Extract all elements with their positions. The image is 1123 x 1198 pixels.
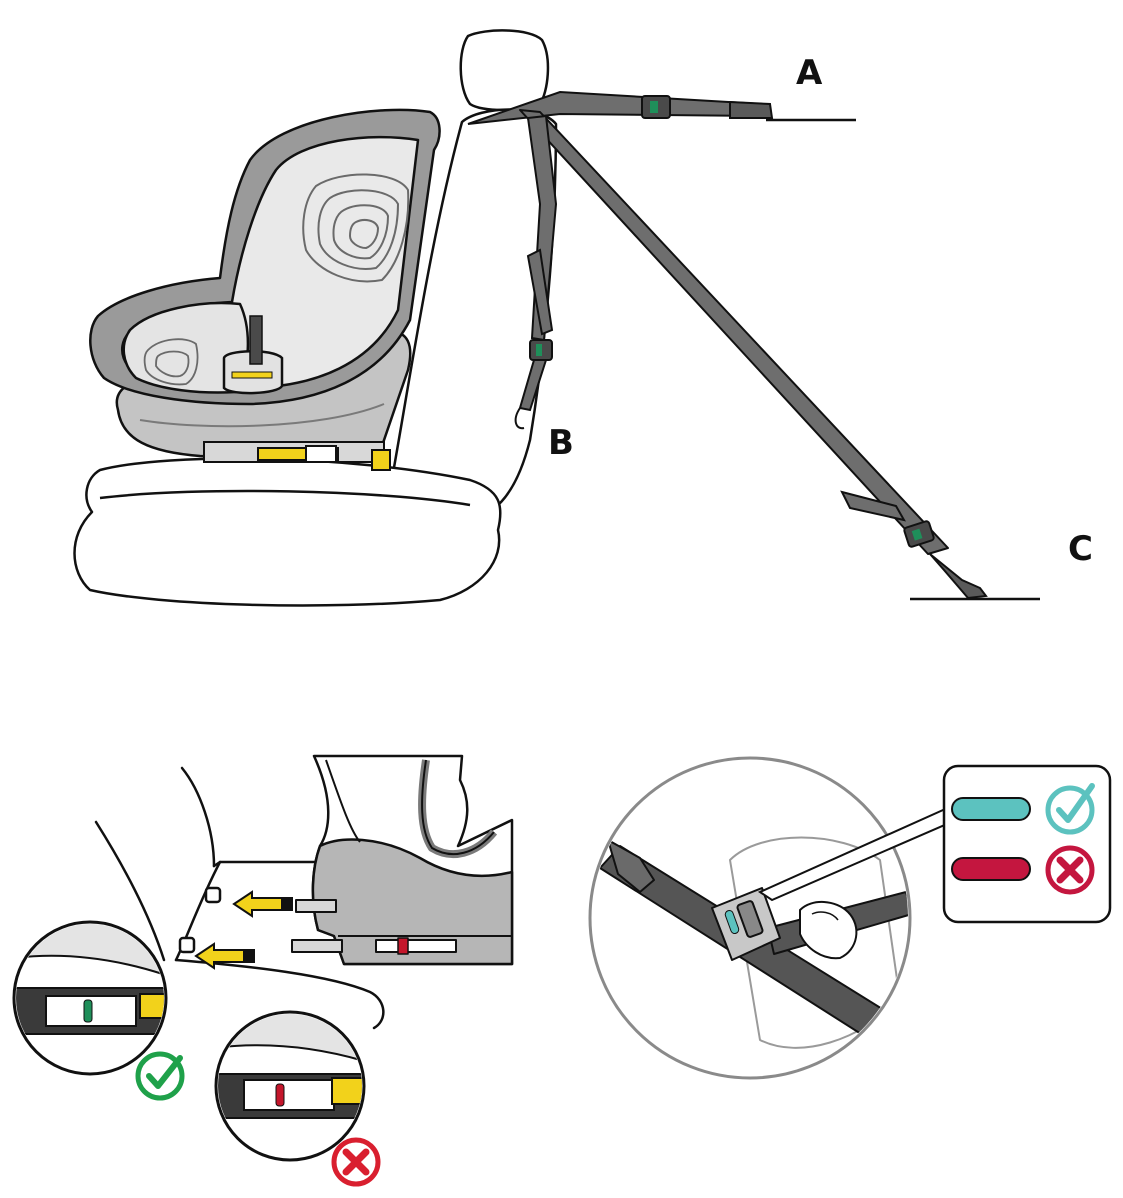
support-strap-b xyxy=(514,114,558,430)
tension-ok-indicator xyxy=(724,909,740,935)
tension-ok-swatch xyxy=(951,797,1031,821)
tension-detail xyxy=(588,756,1112,1080)
isofix-ok-indicator xyxy=(83,999,93,1023)
child-seat xyxy=(89,108,441,462)
isofix-detail xyxy=(94,766,385,1030)
vehicle-cushion-seam xyxy=(99,489,471,507)
label-a: A xyxy=(796,53,823,93)
strap-c-loose-end xyxy=(840,490,906,522)
base-contour xyxy=(139,403,385,428)
vehicle-seat xyxy=(73,29,558,607)
support-strap-c xyxy=(519,109,988,600)
vehicle-seat-back xyxy=(388,108,558,512)
isofix-bad-magnifier xyxy=(214,1010,366,1162)
insert-arrows xyxy=(194,890,293,970)
isofix-anchor-lower xyxy=(178,936,196,954)
top-isofix-connector xyxy=(203,441,391,471)
harness-buckle xyxy=(222,315,284,395)
tension-legend-card xyxy=(942,764,1112,924)
isofix-ok-icon xyxy=(135,1051,185,1101)
label-b: B xyxy=(548,423,574,463)
side-pad-pattern xyxy=(143,338,199,386)
tension-bad-icon xyxy=(1045,845,1095,895)
isofix-anchor-upper xyxy=(204,886,222,904)
seat-back-pattern xyxy=(302,173,410,283)
isofix-bad-indicator xyxy=(275,1083,285,1107)
tether-hook-a xyxy=(729,100,774,119)
isofix-ok-magnifier xyxy=(12,920,168,1076)
arrow-lower-icon xyxy=(194,942,245,970)
isofix-bad-icon xyxy=(331,1137,381,1187)
arrow-upper-icon xyxy=(232,890,283,918)
strap-c-hook xyxy=(929,553,988,600)
vehicle-seat-cushion xyxy=(73,457,502,607)
tension-bad-swatch xyxy=(951,857,1031,881)
detail-seat-front-edge xyxy=(94,820,166,962)
label-c: C xyxy=(1068,529,1093,569)
detail-child-seat-base xyxy=(291,754,514,966)
tension-ok-icon xyxy=(1045,783,1095,835)
strap-b-hook xyxy=(514,407,525,430)
vehicle-headrest xyxy=(459,29,550,112)
detail-release-window xyxy=(375,939,457,953)
detail-seat-back-edge xyxy=(180,766,216,868)
